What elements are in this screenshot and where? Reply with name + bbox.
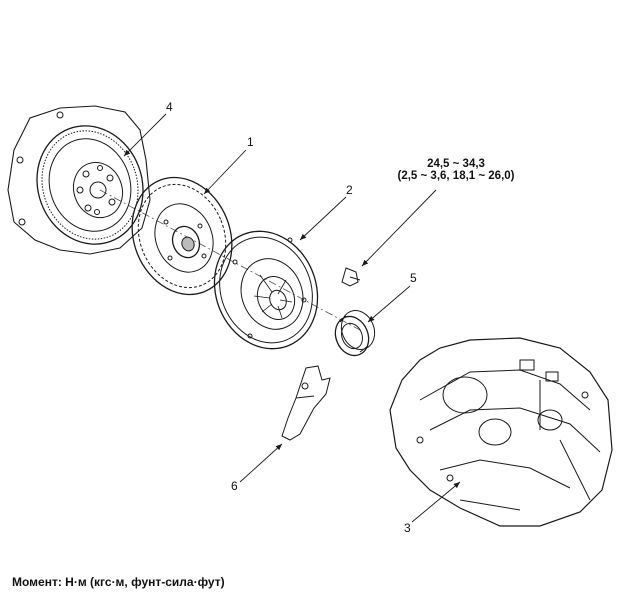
flywheel-assembly (7, 105, 151, 255)
clutch-cover (213, 230, 319, 350)
clutch-disc (131, 176, 233, 296)
callout-2: 2 (346, 183, 353, 197)
torque-units-legend: Момент: Н·м (кгс·м, фунт-сила·фут) (12, 575, 225, 589)
leader-line-1 (203, 149, 247, 195)
callout-4: 4 (166, 100, 173, 114)
callout-5: 5 (410, 271, 417, 285)
leader-line-torque (361, 189, 437, 267)
callout-3: 3 (404, 521, 411, 535)
leader-line-4 (123, 113, 167, 157)
leader-line-6 (239, 443, 283, 483)
callout-1: 1 (247, 135, 254, 149)
leader-line-2 (299, 196, 347, 241)
torque-spec: 24,5 ~ 34,3 (2,5 ~ 3,6, 18,1 ~ 26,0) (388, 158, 524, 182)
callout-6: 6 (231, 479, 238, 493)
leader-line-3 (411, 481, 461, 523)
release-fork (281, 365, 331, 441)
torque-spec-alt-units: (2,5 ~ 3,6, 18,1 ~ 26,0) (397, 170, 515, 182)
torque-spec-nm: 24,5 ~ 34,3 (427, 158, 485, 170)
transaxle-housing (389, 337, 613, 527)
mounting-bolt (341, 267, 361, 287)
leader-line-5 (367, 285, 411, 323)
release-bearing (334, 310, 376, 357)
